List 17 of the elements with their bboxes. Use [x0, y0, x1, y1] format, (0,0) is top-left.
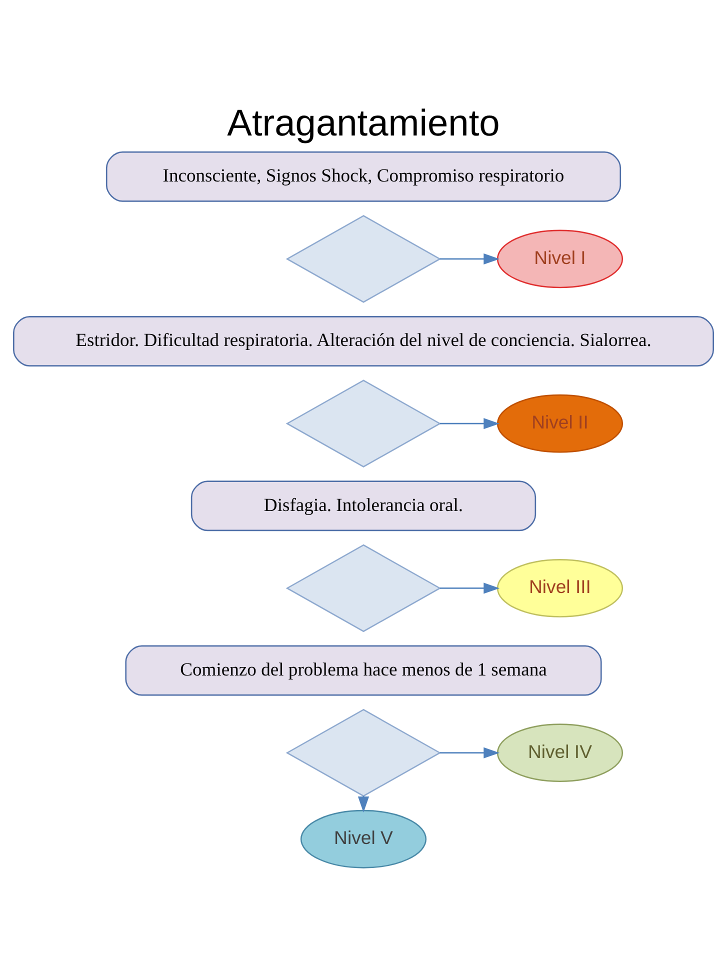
arrow [440, 418, 500, 430]
node-box: Comienzo del problema hace menos de 1 semana [125, 645, 602, 696]
node-ellipse: Nivel I [496, 230, 624, 288]
node-diamond [286, 544, 442, 632]
node-ellipse: Nivel II [496, 394, 624, 453]
arrow [440, 582, 500, 594]
node-diamond [286, 215, 442, 303]
node-ellipse: Nivel IV [496, 724, 624, 782]
node-ellipse: Nivel V [300, 810, 427, 868]
arrow [440, 253, 500, 265]
node-box: Disfagia. Intolerancia oral. [190, 480, 536, 532]
node-ellipse: Nivel III [496, 559, 624, 618]
node-box: Inconsciente, Signos Shock, Compromiso respiratorio [106, 151, 622, 202]
diagram-title: Atragantamiento [227, 101, 500, 144]
arrow [440, 747, 500, 758]
node-diamond [286, 380, 442, 468]
node-box: Estridor. Dificultad respiratoria. Alteración del nivel de conciencia. Sialorrea. [13, 316, 714, 366]
